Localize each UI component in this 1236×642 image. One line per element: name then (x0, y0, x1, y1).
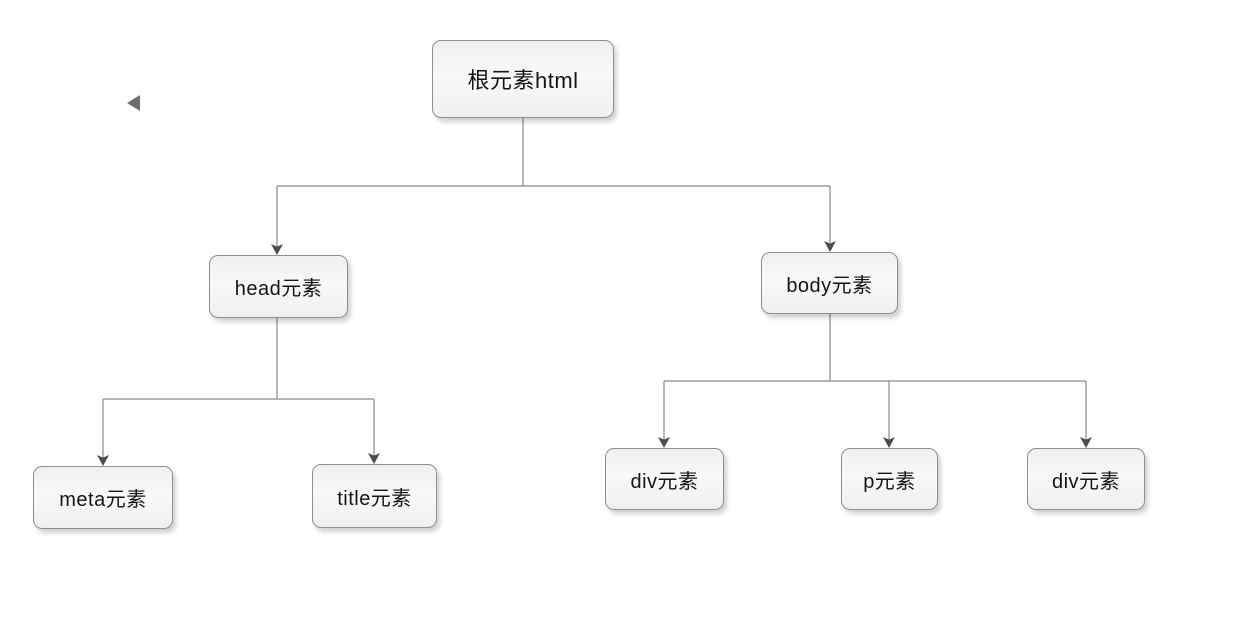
node-root-html: 根元素html (432, 40, 614, 118)
connector-root-children (271, 118, 836, 255)
arrowhead-to-p (883, 437, 895, 448)
node-root-html-label: 根元素html (467, 68, 579, 93)
node-meta: meta元素 (33, 466, 173, 529)
node-div-2-label: div元素 (1051, 470, 1121, 493)
node-body: body元素 (761, 252, 898, 314)
arrowhead-to-div2 (1080, 437, 1092, 448)
back-triangle-icon[interactable] (127, 95, 140, 111)
node-body-label: body元素 (786, 274, 873, 297)
node-div-1: div元素 (605, 448, 724, 510)
arrowhead-to-title (368, 453, 380, 464)
node-head: head元素 (209, 255, 348, 318)
connector-head-children (97, 318, 380, 466)
node-title-label: title元素 (337, 487, 412, 510)
node-meta-label: meta元素 (59, 489, 147, 511)
arrowhead-to-meta (97, 455, 109, 466)
arrowhead-to-head (271, 244, 283, 255)
arrowhead-to-body (824, 241, 836, 252)
connector-body-children (658, 314, 1092, 448)
node-div-1-label: div元素 (630, 470, 699, 493)
node-title: title元素 (312, 464, 437, 528)
node-head-label: head元素 (234, 278, 323, 300)
node-p-label: p元素 (863, 470, 916, 493)
arrowhead-to-div1 (658, 437, 670, 448)
node-div-2: div元素 (1027, 448, 1145, 510)
node-p: p元素 (841, 448, 938, 510)
